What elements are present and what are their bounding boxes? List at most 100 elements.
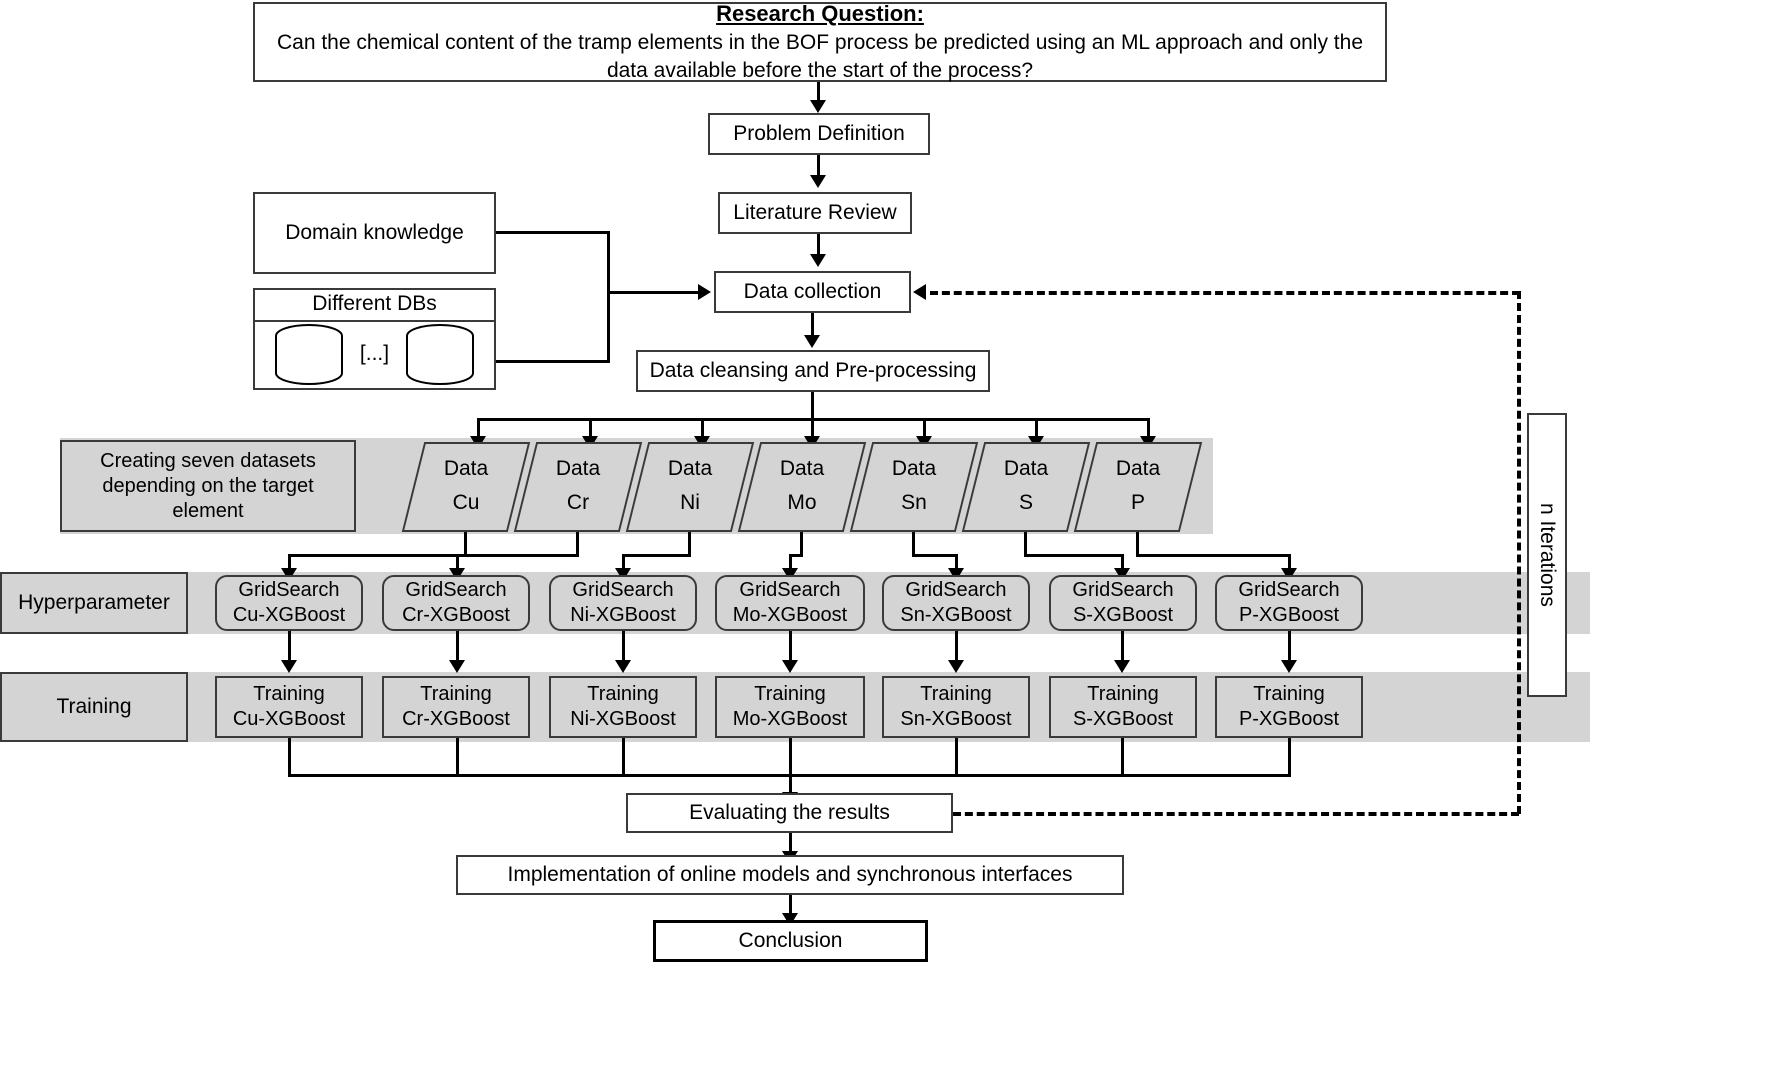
node-data-p[interactable] [1073,442,1203,532]
arrow-gs-mo-to-training [782,660,798,673]
connector-fan-6 [1035,418,1038,438]
connector-data-mo-into-gs [789,554,792,572]
connector-data-cu-into-gs [288,554,291,572]
node-training-mo[interactable]: Training Mo-XGBoost [715,676,865,738]
connector-merge-to-evaluating [789,774,792,796]
database-cylinder-icon [274,324,343,385]
connector-data-ni-into-gs [622,554,625,572]
connector-data-s-down [1024,532,1027,556]
connector-data-sn-elbow [912,554,958,557]
database-cylinder-icon-2 [406,324,475,385]
research-question-heading: Research Question: [716,0,924,26]
connector-data-cu-elbow [288,554,467,557]
node-data-collection[interactable]: Data collection [714,271,911,313]
connector-tr-cr-down [456,738,459,776]
node-different-dbs[interactable]: Different DBs [...] [253,288,496,390]
connector-data-ni-elbow [622,554,691,557]
node-data-cr[interactable] [513,442,643,532]
connector-dbs-to-junction [496,360,610,363]
node-data-mo[interactable] [737,442,867,532]
node-gridsearch-cu[interactable]: GridSearch Cu-XGBoost [215,575,363,631]
connector-data-mo-elbow [789,554,803,557]
node-gridsearch-cr[interactable]: GridSearch Cr-XGBoost [382,575,530,631]
node-conclusion[interactable]: Conclusion [653,920,928,962]
connector-data-p-elbow [1136,554,1291,557]
feedback-loop-top [930,291,1520,295]
connector-gs-cr-to-training [456,631,459,663]
connector-data-sn-into-gs [955,554,958,572]
node-training-s[interactable]: Training S-XGBoost [1049,676,1197,738]
connector-data-cr-into-gs [456,554,459,572]
connector-data-ni-down [688,532,691,556]
node-problem-definition[interactable]: Problem Definition [708,113,930,155]
connector-tr-p-down [1288,738,1291,776]
feedback-loop-right [1517,291,1521,814]
connector-fan-7 [1147,418,1150,438]
connector-fan-5 [923,418,926,438]
node-training-p[interactable]: Training P-XGBoost [1215,676,1363,738]
connector-data-s-elbow [1024,554,1124,557]
connector-domain-to-junction [496,231,610,234]
node-training-cu[interactable]: Training Cu-XGBoost [215,676,363,738]
arrow-collection-to-cleansing [804,335,820,348]
connector-literature-to-collection [817,234,820,256]
connector-fan-3 [701,418,704,438]
connector-data-cr-elbow [456,554,579,557]
node-data-sn[interactable] [849,442,979,532]
arrow-gs-s-to-training [1114,660,1130,673]
node-data-cleansing[interactable]: Data cleansing and Pre-processing [636,350,990,392]
db-ellipsis-label: [...] [359,342,390,365]
node-gridsearch-sn[interactable]: GridSearch Sn-XGBoost [882,575,1030,631]
node-data-ni[interactable] [625,442,755,532]
node-training-ni[interactable]: Training Ni-XGBoost [549,676,697,738]
connector-tr-mo-down [789,738,792,776]
connector-tr-ni-down [622,738,625,776]
n-iterations-text: n Iterations [1536,503,1559,607]
connector-data-cu-down [464,532,467,556]
connector-junction-vertical [607,231,610,363]
node-literature-review[interactable]: Literature Review [718,192,912,234]
label-hyperparameter: Hyperparameter [0,572,188,634]
connector-fan-4 [811,418,814,438]
connector-evaluating-to-implementation [789,833,792,855]
connector-gs-mo-to-training [789,631,792,663]
node-gridsearch-ni[interactable]: GridSearch Ni-XGBoost [549,575,697,631]
connector-junction-to-collection [607,291,701,294]
connector-data-mo-down [800,532,803,556]
node-training-sn[interactable]: Training Sn-XGBoost [882,676,1030,738]
connector-data-s-into-gs [1121,554,1124,572]
node-training-cr[interactable]: Training Cr-XGBoost [382,676,530,738]
connector-data-p-into-gs [1288,554,1291,572]
connector-data-cr-down [576,532,579,556]
arrow-gs-ni-to-training [615,660,631,673]
connector-gs-ni-to-training [622,631,625,663]
connector-gs-cu-to-training [288,631,291,663]
connector-tr-sn-down [955,738,958,776]
arrow-feedback-to-collection [913,284,926,300]
node-data-cu[interactable] [401,442,531,532]
arrow-gs-sn-to-training [948,660,964,673]
connector-tr-s-down [1121,738,1124,776]
label-training: Training [0,672,188,742]
node-evaluating-results[interactable]: Evaluating the results [626,793,953,833]
arrow-rq-to-problem [810,100,826,113]
connector-gs-s-to-training [1121,631,1124,663]
connector-gs-sn-to-training [955,631,958,663]
node-implementation[interactable]: Implementation of online models and sync… [456,855,1124,895]
node-gridsearch-mo[interactable]: GridSearch Mo-XGBoost [715,575,865,631]
research-question-box: Research Question: Can the chemical cont… [253,0,1387,82]
connector-tr-cu-down [288,738,291,776]
arrow-gs-cr-to-training [449,660,465,673]
different-dbs-title: Different DBs [255,290,494,322]
connector-rq-to-problem [817,82,820,102]
label-creating-datasets: Creating seven datasets depending on the… [60,440,356,532]
node-data-s[interactable] [961,442,1091,532]
node-domain-knowledge[interactable]: Domain knowledge [253,192,496,274]
connector-implementation-to-conclusion [789,895,792,917]
arrow-literature-to-collection [810,254,826,267]
node-gridsearch-p[interactable]: GridSearch P-XGBoost [1215,575,1363,631]
research-question-text: Can the chemical content of the tramp el… [276,30,1363,82]
arrow-gs-cu-to-training [281,660,297,673]
node-gridsearch-s[interactable]: GridSearch S-XGBoost [1049,575,1197,631]
feedback-loop-bottom [953,812,1519,816]
